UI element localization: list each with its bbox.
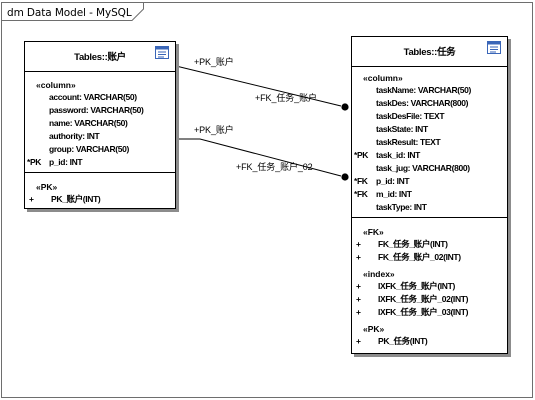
table-task-columns: «column» taskName: VARCHAR(50) taskDes: … — [352, 67, 507, 218]
table-account-title: Tables::账户 — [74, 52, 126, 63]
column-key-prefix: *FK — [354, 176, 368, 186]
table-task-header: Tables::任务 — [352, 37, 507, 67]
column-name: name: VARCHAR(50) — [49, 118, 128, 128]
table-account-pk: «PK» +PK_账户(INT) — [25, 173, 175, 209]
pk-stereotype: «PK» — [36, 182, 58, 192]
table-icon — [487, 41, 501, 54]
column-key-prefix: *PK — [27, 157, 42, 167]
columns-stereotype: «column» — [36, 80, 76, 90]
operation-name: PK_账户(INT) — [51, 194, 101, 204]
connector-line-2[interactable] — [176, 138, 342, 177]
table-account[interactable]: Tables::账户 «column» account: VARCHAR(50)… — [24, 41, 176, 209]
column-name: p_id: INT — [376, 176, 410, 186]
column-row[interactable]: group: VARCHAR(50) — [25, 143, 175, 156]
column-name: taskState: INT — [376, 124, 428, 134]
column-row[interactable]: name: VARCHAR(50) — [25, 117, 175, 130]
column-row[interactable]: taskDes: VARCHAR(800) — [352, 97, 507, 110]
column-row[interactable]: taskState: INT — [352, 123, 507, 136]
column-row[interactable]: authority: INT — [25, 130, 175, 143]
table-icon — [155, 46, 169, 59]
operation-name: FK_任务_账户(INT) — [378, 239, 448, 249]
column-name: account: VARCHAR(50) — [49, 92, 137, 102]
connector-source-label-1: +PK_账户 — [194, 57, 234, 67]
column-row[interactable]: *PK task_id: INT — [352, 149, 507, 162]
column-key-prefix: *FK — [354, 189, 368, 199]
connector-target-label-1: +FK_任务_账户 — [255, 93, 317, 103]
pk-stereotype: «PK» — [363, 324, 385, 334]
column-row[interactable]: password: VARCHAR(50) — [25, 104, 175, 117]
column-name: authority: INT — [49, 131, 100, 141]
column-name: password: VARCHAR(50) — [49, 105, 144, 115]
column-row[interactable]: *FK p_id: INT — [352, 175, 507, 188]
table-task-fk: «FK» +FK_任务_账户(INT) +FK_任务_账户_02(INT) «i… — [352, 218, 507, 350]
index-stereotype: «index» — [363, 269, 395, 279]
operation-row[interactable]: +PK_账户(INT) — [29, 194, 101, 204]
column-row[interactable]: taskName: VARCHAR(50) — [352, 84, 507, 97]
columns-stereotype: «column» — [363, 73, 403, 83]
column-row[interactable]: taskResult: TEXT — [352, 136, 507, 149]
connector-line-1[interactable] — [175, 65, 342, 107]
column-name: taskName: VARCHAR(50) — [376, 85, 471, 95]
column-row[interactable]: task_jug: VARCHAR(800) — [352, 162, 507, 175]
column-name: task_jug: VARCHAR(800) — [376, 163, 470, 173]
connector-source-label-2: +PK_账户 — [194, 125, 234, 135]
operation-name: IXFK_任务_账户_03(INT) — [378, 307, 469, 317]
column-row[interactable]: account: VARCHAR(50) — [25, 91, 175, 104]
column-name: taskType: INT — [376, 202, 427, 212]
column-name: p_id: INT — [49, 157, 83, 167]
diagram-frame-tab: dm Data Model - MySQL — [1, 2, 144, 21]
column-key-prefix: *PK — [354, 150, 369, 160]
operation-row[interactable]: +IXFK_任务_账户_03(INT) — [356, 307, 469, 317]
column-row[interactable]: taskDesFile: TEXT — [352, 110, 507, 123]
operation-name: IXFK_任务_账户(INT) — [378, 281, 455, 291]
diagram-title: dm Data Model - MySQL — [7, 7, 132, 19]
operation-name: PK_任务(INT) — [378, 336, 428, 346]
operation-row[interactable]: +IXFK_任务_账户(INT) — [356, 281, 455, 291]
column-row[interactable]: *FK m_id: INT — [352, 188, 507, 201]
operation-row[interactable]: +FK_任务_账户(INT) — [356, 239, 448, 249]
table-task[interactable]: Tables::任务 «column» taskName: VARCHAR(50… — [351, 36, 508, 354]
table-account-header: Tables::账户 — [25, 42, 175, 72]
table-account-columns: «column» account: VARCHAR(50) password: … — [25, 72, 175, 173]
table-task-title: Tables::任务 — [403, 47, 456, 58]
connector-end-2 — [341, 173, 349, 181]
column-name: m_id: INT — [376, 189, 412, 199]
connector-target-label-2: +FK_任务_账户_02 — [236, 162, 313, 172]
column-name: task_id: INT — [376, 150, 420, 160]
operation-row[interactable]: +FK_任务_账户_02(INT) — [356, 252, 461, 262]
operation-name: IXFK_任务_账户_02(INT) — [378, 294, 469, 304]
column-row[interactable]: *PK p_id: INT — [25, 156, 175, 169]
column-row[interactable]: taskType: INT — [352, 201, 507, 214]
fk-stereotype: «FK» — [363, 227, 384, 237]
operation-row[interactable]: +PK_任务(INT) — [356, 336, 428, 346]
column-name: taskResult: TEXT — [376, 137, 441, 147]
column-name: taskDesFile: TEXT — [376, 111, 445, 121]
column-name: group: VARCHAR(50) — [49, 144, 129, 154]
operation-name: FK_任务_账户_02(INT) — [378, 252, 461, 262]
operation-row[interactable]: +IXFK_任务_账户_02(INT) — [356, 294, 469, 304]
column-name: taskDes: VARCHAR(800) — [376, 98, 469, 108]
connector-end-1 — [341, 103, 349, 111]
